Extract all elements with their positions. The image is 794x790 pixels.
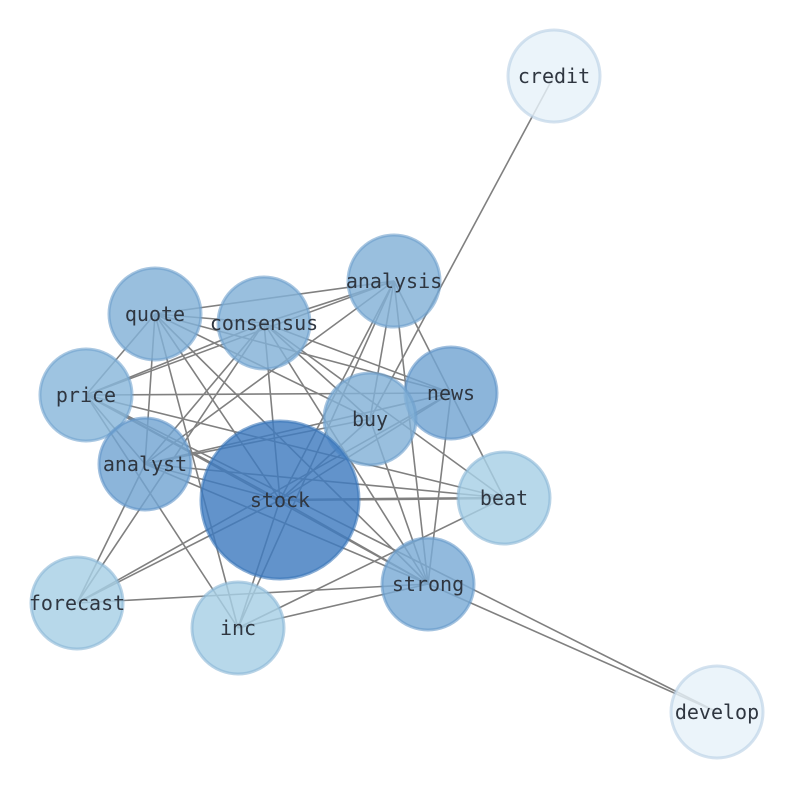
edge-credit-buy xyxy=(369,75,555,420)
node-layer: credit analysis quote consensus price news buy… xyxy=(29,28,765,760)
node-circle-credit xyxy=(506,28,602,124)
node-label-forecast: forecast xyxy=(29,591,125,615)
edge-analysis-analyst xyxy=(144,280,395,465)
node-circle-analyst xyxy=(97,416,193,512)
node-circle-forecast xyxy=(29,555,125,651)
edge-quote-news xyxy=(154,313,452,394)
node-label-quote: quote xyxy=(125,302,185,326)
node-circle-consensus xyxy=(216,275,312,371)
edge-inc-beat xyxy=(237,497,505,629)
node-circle-price xyxy=(38,347,134,443)
node-label-inc: inc xyxy=(220,616,256,640)
node-buy: buy xyxy=(322,371,418,467)
node-circle-stock xyxy=(199,419,361,581)
node-develop: develop xyxy=(669,664,765,760)
node-quote: quote xyxy=(107,266,203,362)
node-circle-buy xyxy=(322,371,418,467)
node-label-stock: stock xyxy=(250,488,310,512)
node-label-news: news xyxy=(427,381,475,405)
node-label-beat: beat xyxy=(480,486,528,510)
node-label-price: price xyxy=(56,383,116,407)
node-label-buy: buy xyxy=(352,407,388,431)
node-label-develop: develop xyxy=(675,700,759,724)
node-circle-inc xyxy=(190,580,286,676)
node-circle-strong xyxy=(380,536,476,632)
node-news: news xyxy=(403,345,499,441)
node-label-credit: credit xyxy=(518,64,590,88)
node-circle-quote xyxy=(107,266,203,362)
node-circle-develop xyxy=(669,664,765,760)
node-price: price xyxy=(38,347,134,443)
node-forecast: forecast xyxy=(29,555,125,651)
node-circle-beat xyxy=(456,450,552,546)
edge-develop-strong xyxy=(427,583,718,713)
node-label-analyst: analyst xyxy=(103,452,187,476)
node-beat: beat xyxy=(456,450,552,546)
node-strong: strong xyxy=(380,536,476,632)
node-stock: stock xyxy=(199,419,361,581)
node-label-strong: strong xyxy=(392,572,464,596)
node-analyst: analyst xyxy=(97,416,193,512)
node-credit: credit xyxy=(506,28,602,124)
edge-quote-inc xyxy=(154,313,239,629)
node-label-consensus: consensus xyxy=(210,311,318,335)
node-label-analysis: analysis xyxy=(346,269,442,293)
node-analysis: analysis xyxy=(346,233,442,329)
node-inc: inc xyxy=(190,580,286,676)
node-consensus: consensus xyxy=(210,275,318,371)
node-circle-analysis xyxy=(346,233,442,329)
